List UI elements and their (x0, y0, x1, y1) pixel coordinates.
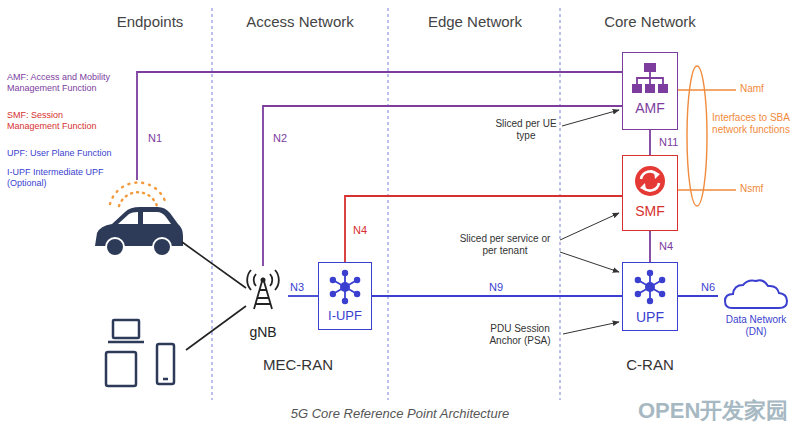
column-heading: Endpoints (95, 13, 205, 31)
reference-point-label: N1 (148, 132, 172, 145)
amf-box: AMF (622, 52, 678, 130)
interface-line (649, 130, 651, 155)
node-label: I-UPF (328, 309, 362, 324)
column-heading: Access Network (222, 13, 378, 31)
sba-bracket (678, 66, 736, 206)
n1-interface-line (137, 72, 622, 180)
reference-point-label: N11 (658, 136, 679, 149)
i-upf-box: I-UPF (318, 262, 372, 330)
node-label: SMF (635, 203, 665, 219)
abbreviation-note: SMF: Session Management Function (7, 110, 117, 132)
node-icon (630, 268, 670, 306)
column-heading: Edge Network (398, 13, 552, 31)
car-icon (95, 183, 183, 256)
data-network-cloud: Data Network (DN) (716, 278, 796, 349)
node-label: Data Network (DN) (719, 314, 793, 337)
node-icon (241, 266, 285, 310)
interface-line (372, 295, 622, 297)
column-heading: Core Network (570, 13, 730, 31)
abbreviation-note: UPF: User Plane Function (7, 148, 127, 159)
abbreviation-note: AMF: Access and Mobility Management Func… (7, 72, 132, 94)
devices-icon (106, 320, 174, 386)
slicing-note: Sliced per UE type (492, 118, 560, 142)
interface-line (288, 295, 318, 297)
interface-line (263, 106, 622, 266)
sba-note: Interfaces to SBA network functions (712, 112, 790, 136)
abbreviation-note: I-UPF Intermediate UPF (Optional) (7, 167, 119, 189)
node-icon (325, 268, 365, 306)
service-interface-label: Nsmf (740, 183, 790, 195)
figure-caption: 5G Core Reference Point Architecture (200, 406, 600, 422)
interface-line (649, 231, 651, 262)
upf-box: UPF (622, 262, 678, 331)
reference-point-label: N6 (700, 281, 716, 294)
node-label: AMF (635, 100, 665, 116)
gnb-antenna: gNB (238, 266, 288, 346)
reference-point-label: N3 (289, 281, 305, 294)
node-icon (630, 162, 670, 200)
reference-point-label: N9 (488, 281, 504, 294)
service-interface-label: Namf (740, 83, 790, 95)
watermark: OPEN开发家园 (638, 398, 794, 424)
reference-point-label: N4 (352, 224, 368, 237)
node-label: gNB (249, 324, 276, 340)
node-icon (630, 59, 670, 97)
radio-link (182, 242, 246, 350)
anchor-note: PDU Session Anchor (PSA) (478, 323, 562, 347)
reference-point-label: N4 (658, 240, 674, 253)
site-label: C-RAN (600, 356, 700, 374)
leader-arrow (560, 110, 619, 334)
site-label: MEC-RAN (240, 356, 356, 374)
interface-line (345, 196, 622, 262)
interface-line (678, 295, 718, 297)
slicing-note: Sliced per service or per tenant (452, 233, 558, 257)
node-label: UPF (636, 309, 664, 325)
node-icon (724, 278, 788, 312)
smf-box: SMF (622, 155, 678, 231)
reference-point-label: N2 (272, 132, 288, 145)
